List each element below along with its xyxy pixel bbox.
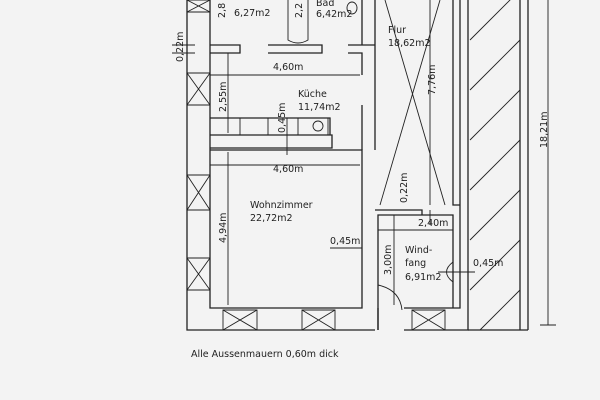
dim-kitchen-width: 4,60m: [273, 62, 303, 73]
dim-bath-height: 2,2: [294, 3, 305, 18]
dim-vestibule-wall-top: 0,22m: [399, 173, 410, 203]
bath-name: Bad: [316, 0, 334, 9]
windows: [186, 0, 446, 331]
vestibule-name-1: Wind-: [405, 245, 432, 256]
hatching: [469, 0, 521, 331]
dim-vestibule-width: 2,40m: [418, 218, 448, 229]
dim-living-depth: 4,94m: [218, 213, 229, 243]
kitchen-area: 11,74m2: [298, 102, 341, 113]
dim-hall-length: 7,76m: [427, 65, 438, 95]
dim-kitchen-depth: 2,55m: [218, 82, 229, 112]
room-top-left-area: 6,27m2: [234, 8, 270, 19]
dimension-lines: [172, 0, 556, 326]
dim-wall-left: 0,22m: [175, 32, 186, 62]
vestibule-area: 6,91m2: [405, 272, 441, 283]
wall-note: Alle Aussenmauern 0,60m dick: [191, 349, 339, 360]
dim-living-width: 4,60m: [273, 164, 303, 175]
fixtures: [239, 0, 358, 136]
dim-counter-depth: 0,45m: [277, 103, 288, 133]
hall-name: Flur: [388, 25, 406, 36]
bath-area: 6,42m2: [316, 9, 352, 20]
vestibule-name-2: fang: [405, 258, 426, 269]
dim-total-length: 18,21m: [539, 112, 550, 148]
hall-area: 18,62m2: [388, 38, 431, 49]
dim-vestibule-wall-right: 0,45m: [473, 258, 503, 269]
kitchen-name: Küche: [298, 89, 327, 100]
dim-top-left-height: 2,8: [217, 3, 228, 18]
interior-walls: [210, 0, 423, 215]
living-area: 22,72m2: [250, 213, 293, 224]
living-name: Wohnzimmer: [250, 200, 313, 211]
dim-vestibule-depth: 3,00m: [383, 245, 394, 275]
dim-living-wall: 0,45m: [330, 236, 360, 247]
